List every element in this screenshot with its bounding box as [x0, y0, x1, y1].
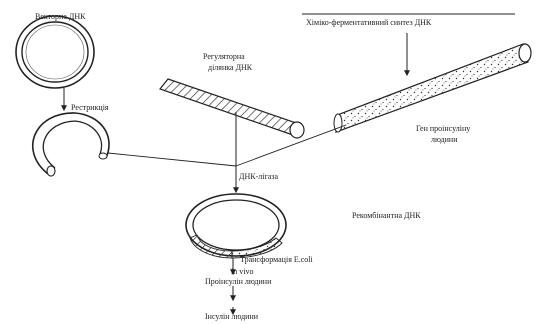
label-gene-2: людини	[431, 135, 457, 144]
label-dna-ligase: ДНК-лігаза	[239, 172, 278, 181]
label-proinsulin: Проінсулін людини	[205, 277, 271, 286]
label-recombinant-dna: Рекомбінантна ДНК	[352, 211, 421, 220]
label-chem-synthesis: Хіміко-ферментативний синтез ДНК	[306, 18, 431, 27]
restricted-vector-arc	[33, 113, 109, 176]
line-restricted-to-ligase	[108, 153, 236, 166]
label-transformation: Трансформація E.coli	[240, 255, 313, 264]
gene-rod	[334, 44, 531, 132]
vector-dna-ring	[16, 16, 94, 88]
regulatory-dna-rod	[160, 79, 304, 138]
label-insulin: Інсулін людини	[205, 312, 258, 321]
label-regulatory-dna-2: ділянка ДНК	[208, 63, 252, 72]
label-gene-1: Ген проінсуліну	[416, 124, 470, 133]
label-regulatory-dna-1: Регуляторна	[203, 52, 245, 61]
label-vector-dna: Векторна ДНК	[35, 12, 85, 21]
label-restriction: Рестрикція	[71, 103, 109, 112]
recombinant-dna-ring	[186, 194, 286, 258]
label-in-vivo: in vivo	[231, 267, 253, 276]
